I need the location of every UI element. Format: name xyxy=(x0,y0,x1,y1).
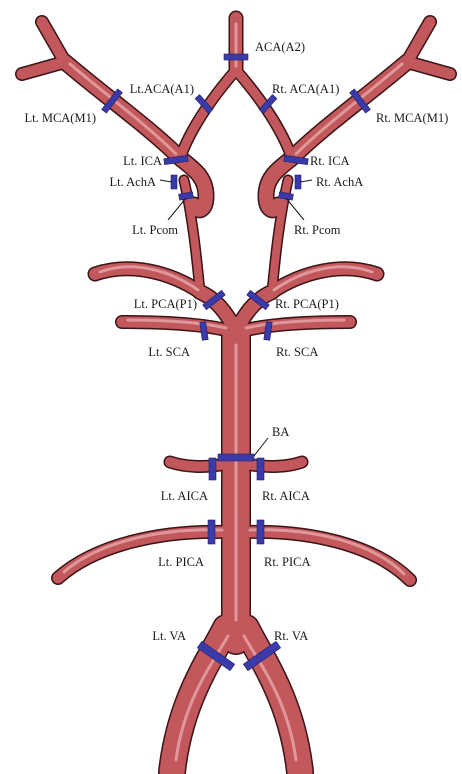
lt-acha-leader xyxy=(160,180,172,182)
lt-ica-label: Lt. ICA xyxy=(123,154,162,168)
rt-pica-marker xyxy=(257,520,264,544)
rt-pcom-label: Rt. Pcom xyxy=(294,223,341,237)
lt-pcom-leader xyxy=(168,198,186,220)
rt-aica-marker xyxy=(257,458,264,480)
lt-mca-m1-label: Lt. MCA(M1) xyxy=(24,111,96,125)
rt-aca-a1-label: Rt. ACA(A1) xyxy=(272,82,339,96)
rt-pcom-leader xyxy=(286,198,304,220)
ba-leader xyxy=(254,438,268,456)
lt-aica-marker xyxy=(209,458,216,480)
lt-va-label: Lt. VA xyxy=(152,629,186,643)
rt-acha-leader xyxy=(300,180,312,182)
aca-a2-marker xyxy=(224,54,248,60)
ba-marker xyxy=(218,454,254,461)
lt-pica-marker xyxy=(208,520,215,544)
rt-pica-label: Rt. PICA xyxy=(264,555,311,569)
lt-pcom-label: Lt. Pcom xyxy=(132,223,178,237)
rt-ica-label: Rt. ICA xyxy=(310,154,350,168)
ba-label: BA xyxy=(272,425,289,439)
lt-acha-label: Lt. AchA xyxy=(109,175,156,189)
lt-pica-label: Lt. PICA xyxy=(158,555,204,569)
rt-pca-p1-label: Rt. PCA(P1) xyxy=(275,297,339,311)
lt-sca-label: Lt. SCA xyxy=(148,345,190,359)
rt-va-label: Rt. VA xyxy=(274,629,308,643)
rt-aica-label: Rt. AICA xyxy=(262,489,310,503)
rt-sca-label: Rt. SCA xyxy=(276,345,318,359)
aca-a2-label: ACA(A2) xyxy=(255,40,305,54)
lt-pca-p1-label: Lt. PCA(P1) xyxy=(134,297,197,311)
lt-aca-a1-label: Lt.ACA(A1) xyxy=(130,82,194,96)
rt-acha-label: Rt. AchA xyxy=(316,175,363,189)
rt-mca-m1-label: Rt. MCA(M1) xyxy=(376,111,448,125)
lt-aica-label: Lt. AICA xyxy=(161,489,208,503)
